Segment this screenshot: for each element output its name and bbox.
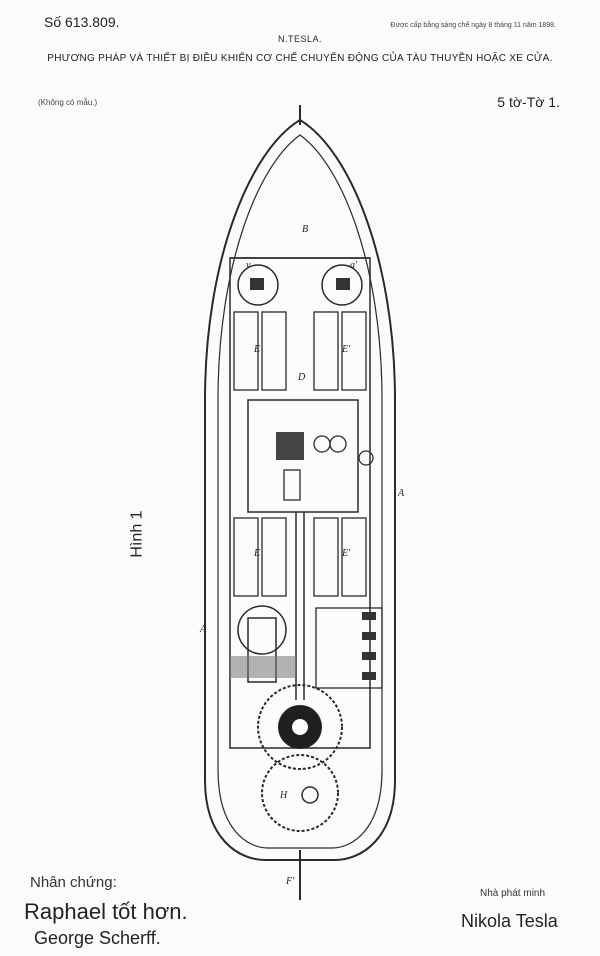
inventor-heading: N.TESLA. bbox=[277, 34, 322, 44]
contact bbox=[283, 469, 301, 501]
coil-1 bbox=[313, 435, 331, 453]
battery-right-upper bbox=[313, 311, 367, 391]
inventor-signature: Nikola Tesla bbox=[461, 911, 558, 931]
patent-number: Số 613.809. bbox=[44, 14, 120, 30]
patent-title: PHƯƠNG PHÁP VÀ THIẾT BỊ ĐIỀU KHIỂN CƠ CH… bbox=[47, 53, 553, 64]
sheet-number: 5 tờ-Tờ 1. bbox=[497, 94, 560, 110]
grant-date: Được cấp bằng sáng chế ngày 8 tháng 11 n… bbox=[390, 22, 556, 29]
witness-label: Nhân chứng: bbox=[30, 874, 117, 891]
label-hull-lower: A bbox=[199, 624, 207, 635]
motor-body bbox=[247, 617, 277, 683]
battery-left-lower bbox=[233, 517, 287, 597]
relay bbox=[276, 432, 304, 460]
coil-2 bbox=[329, 435, 347, 453]
label-battery-right-lower: E' bbox=[341, 548, 351, 559]
motor-right-core bbox=[336, 278, 350, 290]
motor-left bbox=[237, 264, 279, 306]
dial bbox=[358, 450, 374, 466]
motor-gear-housing bbox=[230, 656, 296, 678]
inventor-label: Nhà phát minh bbox=[480, 888, 546, 899]
battery-right-lower bbox=[313, 517, 367, 597]
hull-inner bbox=[217, 134, 383, 849]
witness-signature-1: Raphael tốt hơn. bbox=[24, 899, 188, 924]
rudder-wheel bbox=[261, 754, 339, 832]
no-model-note: (Không có mẫu.) bbox=[38, 98, 98, 107]
battery-left-upper bbox=[233, 311, 287, 391]
label-rudder-wheel: H bbox=[279, 790, 288, 801]
control-box bbox=[247, 399, 359, 513]
label-bow: B bbox=[302, 224, 308, 235]
label-motor-left: v bbox=[246, 260, 251, 271]
label-battery-left-lower: E bbox=[253, 548, 260, 559]
label-battery-left-upper: E bbox=[253, 344, 260, 355]
figure-label: Hình 1 bbox=[128, 510, 146, 558]
steering-apparatus bbox=[315, 607, 383, 689]
label-motor-right: a' bbox=[350, 260, 358, 271]
main-gear bbox=[257, 684, 343, 770]
label-hull: A bbox=[397, 488, 405, 499]
label-battery-right-upper: E' bbox=[341, 344, 351, 355]
label-shaft: D bbox=[297, 372, 306, 383]
motor-right bbox=[321, 264, 363, 306]
motor-left-core bbox=[250, 278, 264, 290]
witness-signature-2: George Scherff. bbox=[34, 928, 161, 948]
label-stern: F' bbox=[285, 876, 295, 887]
propulsion-motor bbox=[237, 605, 287, 655]
